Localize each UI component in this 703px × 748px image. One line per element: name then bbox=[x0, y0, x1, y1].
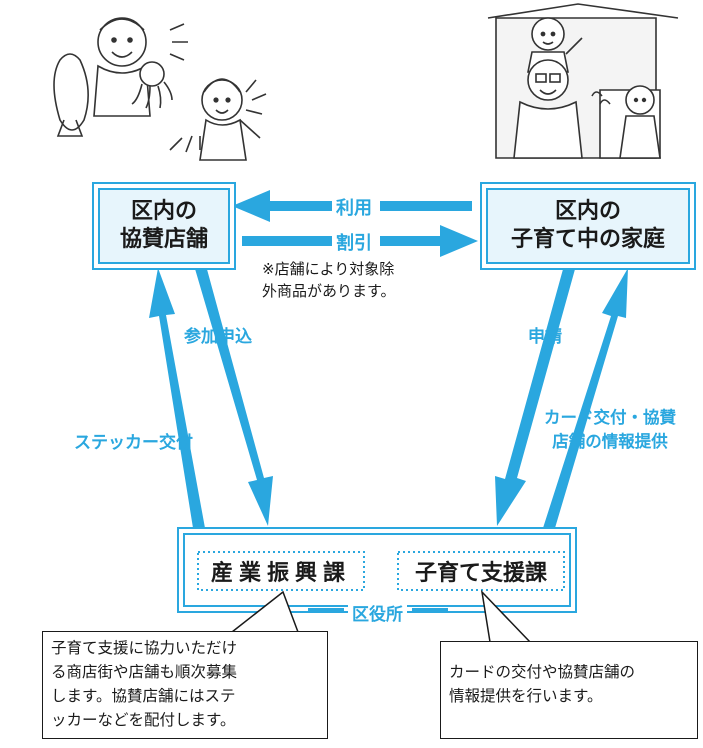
sticker-arrow bbox=[149, 268, 205, 528]
shops-line-1: 区内の bbox=[130, 199, 197, 224]
discount-note-line-2: 外商品があります。 bbox=[262, 282, 396, 300]
families-line-1: 区内の bbox=[554, 199, 621, 224]
callout-right-line-2: 情報提供を行います。 bbox=[449, 687, 603, 705]
use-label: 利用 bbox=[336, 198, 372, 219]
application-label: 申請 bbox=[528, 327, 562, 347]
family-illustration bbox=[487, 3, 679, 159]
callout-left-line-3: します。協賛店舗にはステ bbox=[51, 687, 236, 705]
callout-card-issuance: カードの交付や協賛店舗の 情報提供を行います。 bbox=[440, 641, 698, 739]
callout-left-line-1: 子育て支援に協力いただけ bbox=[51, 639, 238, 657]
discount-note: ※店舗により対象除 外商品があります。 bbox=[262, 258, 396, 302]
families-line-2: 子育て中の家庭 bbox=[510, 227, 665, 252]
cooperating-shops-box: 区内の 協賛店舗 bbox=[92, 182, 236, 270]
callout-shop-recruitment: 子育て支援に協力いただけ る商店街や店舗も順次募集 します。協賛店舗にはステ ッ… bbox=[42, 631, 328, 739]
card-issue-label: カード交付・協賛 店舗の情報提供 bbox=[544, 406, 676, 454]
discount-note-line-1: ※店舗により対象除 bbox=[262, 260, 395, 278]
participation-arrow bbox=[193, 262, 273, 526]
shops-line-2: 協賛店舗 bbox=[119, 227, 208, 252]
ward-office-frame bbox=[177, 527, 577, 613]
child-rearing-families-inner: 区内の 子育て中の家庭 bbox=[486, 188, 690, 264]
sticker-label: ステッカー交付 bbox=[74, 433, 193, 453]
dept-industry: 産業振興課 bbox=[210, 561, 351, 586]
shopkeepers-illustration bbox=[53, 17, 267, 161]
ward-office-label-line bbox=[308, 608, 448, 613]
discount-arrow bbox=[242, 225, 478, 257]
use-arrow bbox=[232, 190, 472, 222]
dept-childcare: 子育て支援課 bbox=[414, 561, 547, 586]
callout-left-line-2: る商店街や店舗も順次募集 bbox=[51, 663, 238, 681]
card-issue-line-1: カード交付・協賛 bbox=[544, 408, 676, 427]
cooperating-shops-inner: 区内の 協賛店舗 bbox=[98, 188, 230, 264]
child-rearing-families-box: 区内の 子育て中の家庭 bbox=[480, 182, 696, 270]
application-arrow bbox=[495, 262, 577, 526]
callout-right-line-1: カードの交付や協賛店舗の bbox=[449, 663, 636, 681]
callout-left-line-4: ッカーなどを配付します。 bbox=[51, 711, 236, 729]
card-issue-arrow bbox=[543, 268, 628, 528]
participation-label: 参加申込 bbox=[184, 327, 252, 347]
discount-label: 割引 bbox=[336, 233, 372, 254]
card-issue-line-2: 店舗の情報提供 bbox=[552, 432, 668, 451]
ward-office-label: 区役所 bbox=[348, 600, 407, 625]
